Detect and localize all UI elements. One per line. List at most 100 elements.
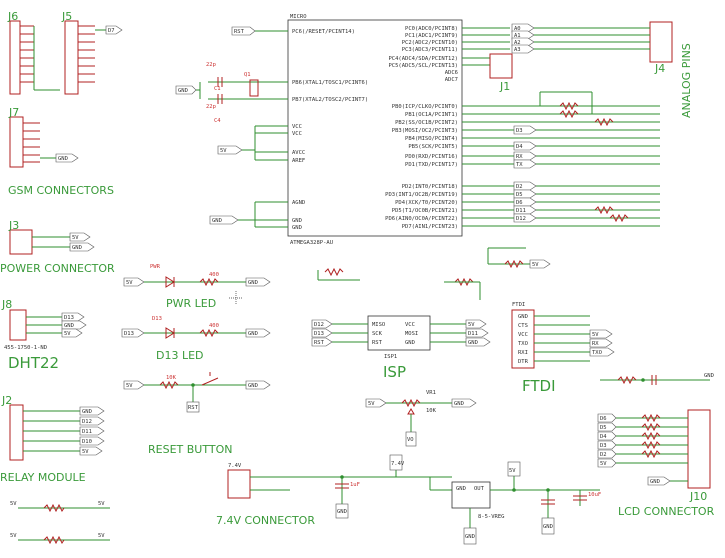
header-j5: J5 D7 xyxy=(61,10,123,95)
header-j2: J2 GND D12 D11 D10 5V xyxy=(1,394,105,461)
svg-text:D3: D3 xyxy=(516,128,523,134)
svg-text:D2: D2 xyxy=(600,452,607,458)
svg-text:PD2(INT0/PCINT18): PD2(INT0/PCINT18) xyxy=(402,184,458,190)
isp-header: MISO SCK RST VCC MOSI GND D12 D13 RST 5V… xyxy=(311,315,491,360)
svg-text:AGND: AGND xyxy=(292,200,305,206)
svg-text:GND: GND xyxy=(248,383,258,389)
svg-text:PB5(SCK/PCINT5): PB5(SCK/PCINT5) xyxy=(408,144,458,150)
svg-text:7.4V: 7.4V xyxy=(228,463,242,469)
svg-text:D13: D13 xyxy=(314,331,324,337)
svg-text:PD3(INT1/OC2B/PCINT19): PD3(INT1/OC2B/PCINT19) xyxy=(385,192,458,198)
svg-text:GND: GND xyxy=(212,218,222,224)
svg-text:A1: A1 xyxy=(514,33,521,39)
svg-text:VR1: VR1 xyxy=(426,390,436,396)
svg-text:GND: GND xyxy=(543,524,553,530)
svg-text:J5: J5 xyxy=(61,10,72,23)
svg-text:PD5(T1/OC0B/PCINT21): PD5(T1/OC0B/PCINT21) xyxy=(392,208,458,214)
svg-text:D11: D11 xyxy=(516,208,526,214)
header-j7: J7 GND xyxy=(8,106,79,168)
svg-text:5V: 5V xyxy=(82,449,89,455)
svg-text:D5: D5 xyxy=(516,192,523,198)
svg-text:ISP1: ISP1 xyxy=(384,354,397,360)
svg-text:ADC6: ADC6 xyxy=(445,70,458,76)
label-relay-module: RELAY MODULE xyxy=(0,471,86,484)
microcontroller-atmega328p: MICRO ATMEGA328P-AU RST 5V GND PC6(/RESE… xyxy=(209,14,660,246)
svg-text:GND: GND xyxy=(405,340,415,346)
svg-text:VCC: VCC xyxy=(292,131,302,137)
svg-text:PC0(ADC0/PCINT8): PC0(ADC0/PCINT8) xyxy=(405,26,458,32)
svg-text:A2: A2 xyxy=(514,40,521,46)
svg-text:GND: GND xyxy=(456,486,466,492)
svg-text:PD4(XCK/T0/PCINT20): PD4(XCK/T0/PCINT20) xyxy=(395,200,458,206)
label-dht22: DHT22 xyxy=(8,354,59,372)
header-j3: J3 5V GND xyxy=(8,219,95,255)
label-reset-button: RESET BUTTON xyxy=(148,443,232,456)
svg-text:J8: J8 xyxy=(1,298,12,311)
svg-text:A3: A3 xyxy=(514,47,521,53)
svg-text:5V: 5V xyxy=(592,332,599,338)
svg-text:J10: J10 xyxy=(689,490,707,503)
svg-text:5V: 5V xyxy=(126,280,133,286)
label-ftdi: FTDI xyxy=(522,377,556,395)
svg-text:GND: GND xyxy=(248,331,258,337)
svg-text:GND: GND xyxy=(337,509,347,515)
svg-text:7.4V: 7.4V xyxy=(391,461,405,467)
svg-text:D12: D12 xyxy=(516,216,526,222)
svg-text:PD1(TXD/PCINT17): PD1(TXD/PCINT17) xyxy=(405,162,458,168)
svg-text:PC4(ADC4/SDA/PCINT12): PC4(ADC4/SDA/PCINT12) xyxy=(388,56,458,62)
svg-text:D6: D6 xyxy=(600,416,607,422)
crosshair-cursor-icon xyxy=(229,291,243,305)
svg-text:PC3(ADC3/PCINT11): PC3(ADC3/PCINT11) xyxy=(402,47,458,53)
pwr-led-circuit: 5V PWR 400 GND xyxy=(123,264,271,288)
svg-text:J3: J3 xyxy=(8,219,19,232)
svg-text:GND: GND xyxy=(704,373,714,379)
svg-text:5V: 5V xyxy=(98,533,105,539)
vr1-potentiometer: 5V VO VR1 10K GND xyxy=(365,390,477,447)
label-lcd-connector: LCD CONNECTOR xyxy=(618,505,715,518)
svg-text:GND: GND xyxy=(58,156,68,162)
svg-text:AVCC: AVCC xyxy=(292,150,305,156)
svg-text:D6: D6 xyxy=(516,200,523,206)
svg-text:J6: J6 xyxy=(7,10,18,23)
svg-text:C4: C4 xyxy=(214,118,221,124)
svg-text:MISO: MISO xyxy=(372,322,385,328)
svg-text:CTS: CTS xyxy=(518,323,528,329)
svg-text:RST: RST xyxy=(314,340,325,346)
svg-text:GND: GND xyxy=(468,340,478,346)
svg-text:GND: GND xyxy=(465,534,475,540)
label-d13-led: D13 LED xyxy=(156,349,204,362)
svg-text:MOSI: MOSI xyxy=(405,331,418,337)
svg-text:PD0(RXD/PCINT16): PD0(RXD/PCINT16) xyxy=(405,154,458,160)
svg-text:5V: 5V xyxy=(126,383,133,389)
svg-text:RST: RST xyxy=(234,29,245,35)
svg-text:VCC: VCC xyxy=(518,332,528,338)
svg-text:5V: 5V xyxy=(10,533,17,539)
svg-text:J4: J4 xyxy=(654,62,665,75)
svg-text:TXO: TXO xyxy=(592,350,602,356)
svg-text:C1: C1 xyxy=(214,86,221,92)
svg-text:FTDI: FTDI xyxy=(512,302,525,308)
svg-text:GND: GND xyxy=(248,280,258,286)
svg-text:RX: RX xyxy=(516,154,523,160)
d13-led-circuit: D13 D13 400 GND xyxy=(121,316,271,339)
svg-text:5V: 5V xyxy=(368,401,375,407)
svg-text:VCC: VCC xyxy=(405,322,415,328)
svg-text:RXI: RXI xyxy=(518,350,528,356)
svg-text:D10: D10 xyxy=(82,439,92,445)
svg-text:ADC7: ADC7 xyxy=(445,77,458,83)
svg-text:5V: 5V xyxy=(532,262,539,268)
reset-button-circuit: 5V 10K RST GND xyxy=(123,372,271,413)
svg-text:5V: 5V xyxy=(468,322,475,328)
svg-text:5V: 5V xyxy=(509,468,516,474)
ftdi-header: FTDI GND CTS VCC TXO RXI DTR 5V RX TXO G… xyxy=(511,302,714,385)
svg-text:GND: GND xyxy=(72,245,82,251)
svg-text:VO: VO xyxy=(407,437,414,443)
svg-text:D12: D12 xyxy=(82,419,92,425)
svg-text:5V: 5V xyxy=(72,235,79,241)
svg-text:PB4(MISO/PCINT4): PB4(MISO/PCINT4) xyxy=(405,136,458,142)
svg-text:400: 400 xyxy=(209,272,219,278)
svg-text:D4: D4 xyxy=(600,434,607,440)
svg-text:SCK: SCK xyxy=(372,331,383,337)
